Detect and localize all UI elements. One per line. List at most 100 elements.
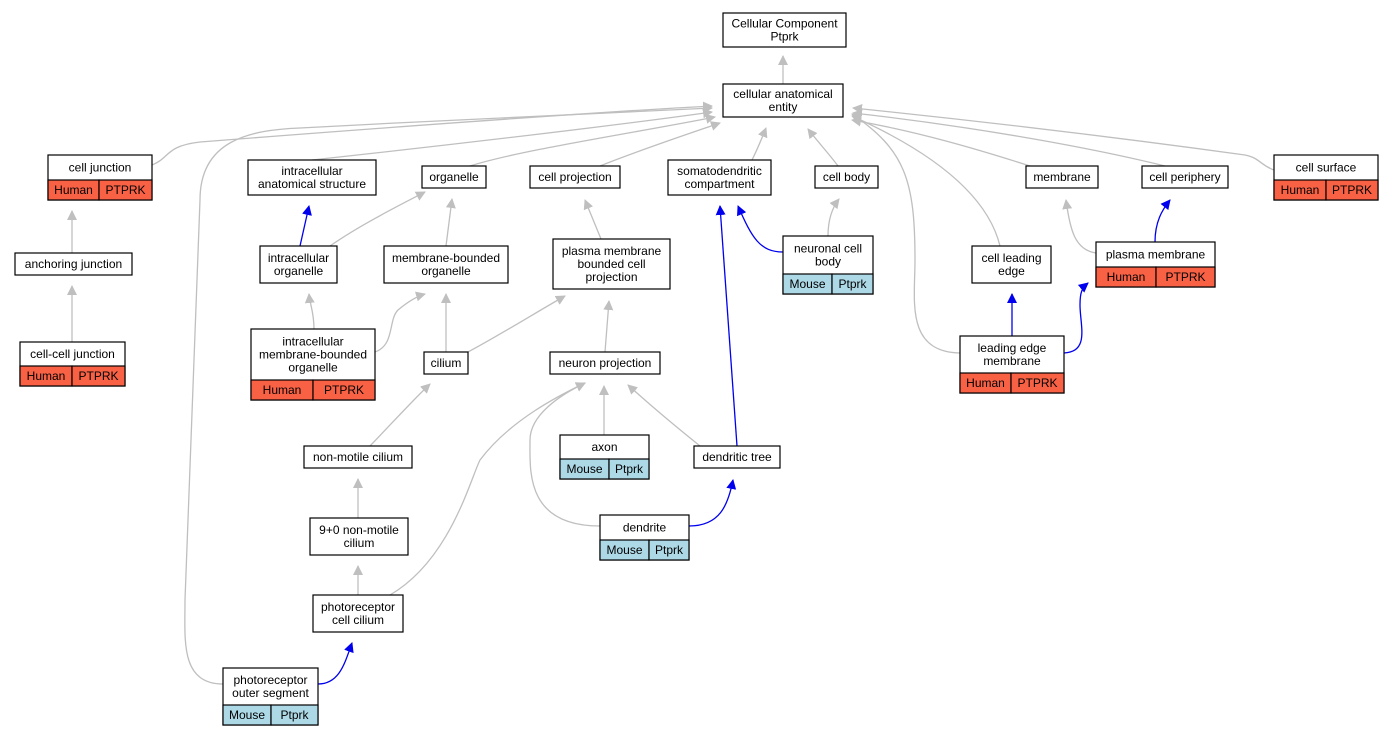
node-label: neuron projection xyxy=(559,356,652,370)
species-label: Mouse xyxy=(566,462,602,476)
node-label: body xyxy=(815,255,841,269)
node-label: organelle xyxy=(288,361,338,375)
node-label: projection xyxy=(585,270,637,284)
edge-intracellular-organelle-to-ias xyxy=(299,205,312,247)
node-label: bounded cell xyxy=(577,257,645,271)
node-label: intracellular xyxy=(281,164,342,178)
edge-dendrite-to-neuron-projection xyxy=(529,382,601,527)
edge-imbo-to-membrane-bounded-organelle xyxy=(374,291,426,353)
edge-leading-edge-membrane-to-cae xyxy=(851,113,961,354)
node-label: organelle xyxy=(429,170,479,184)
node-label: Ptprk xyxy=(770,30,799,44)
gene-label: PTPRK xyxy=(1165,270,1205,284)
node-non-motile-cilium[interactable]: non-motile cilium xyxy=(303,445,413,469)
edge-plasma-membrane-to-membrane xyxy=(1062,199,1097,254)
node-anchoring-junction[interactable]: anchoring junction xyxy=(14,252,133,276)
edge-plasma-membrane-to-cell-periphery xyxy=(1154,199,1171,243)
node-label: cell projection xyxy=(538,170,611,184)
node-label: intracellular xyxy=(282,335,343,349)
node-label: anchoring junction xyxy=(25,257,122,271)
species-label: Human xyxy=(263,383,302,397)
node-organelle[interactable]: organelle xyxy=(421,165,487,189)
node-label: plasma membrane xyxy=(562,244,662,258)
edge-leading-edge-membrane-to-plasma-membrane xyxy=(1063,282,1089,354)
species-label: Human xyxy=(54,183,93,197)
node-cilium[interactable]: cilium xyxy=(423,351,469,375)
node-label: edge xyxy=(998,264,1025,278)
node-cell-body[interactable]: cell body xyxy=(814,165,879,189)
node-neuron-projection[interactable]: neuron projection xyxy=(549,351,661,375)
node-cell-projection[interactable]: cell projection xyxy=(529,165,621,189)
node-label: cilium xyxy=(431,356,462,370)
node-label: organelle xyxy=(421,264,471,278)
edge-cell-body-to-cae xyxy=(807,128,839,167)
edge-neuronal-cell-body-to-somatodendritic xyxy=(737,205,784,253)
edge-dendrite-to-dendritic-tree xyxy=(688,479,737,527)
gene-cell xyxy=(98,179,153,201)
node-label: cell leading xyxy=(981,251,1041,265)
gene-cell xyxy=(270,704,319,726)
gene-label: Ptprk xyxy=(615,462,644,476)
node-label: cell junction xyxy=(69,161,132,175)
edge-imbo-to-intracellular-organelle xyxy=(304,293,315,330)
species-label: Mouse xyxy=(229,708,265,722)
edge-cilium-to-pmbcp xyxy=(467,295,566,353)
node-label: membrane xyxy=(983,354,1041,368)
node-label: cell surface xyxy=(1296,161,1357,175)
gene-label: PTPRK xyxy=(78,369,118,383)
gene-label: Ptprk xyxy=(280,708,309,722)
node-label: compartment xyxy=(684,177,755,191)
species-label: Human xyxy=(1281,183,1320,197)
edge-cell-junction-to-cae xyxy=(151,101,713,166)
node-label: membrane-bounded xyxy=(392,251,500,265)
gene-cell xyxy=(1155,266,1216,288)
node-label: cell body xyxy=(823,170,870,184)
node-label: Cellular Component xyxy=(731,17,838,31)
node-label: dendritic tree xyxy=(702,450,772,464)
edge-cell-projection-to-cae xyxy=(599,121,721,167)
node-imbo[interactable]: intracellularmembrane-boundedorganelleHu… xyxy=(250,328,376,401)
node-label: entity xyxy=(769,100,798,114)
node-label: dendrite xyxy=(623,521,667,535)
node-label: axon xyxy=(591,440,617,454)
edge-somatodendritic-to-cae xyxy=(751,127,768,161)
gene-label: PTPRK xyxy=(1017,376,1057,390)
node-label: organelle xyxy=(274,264,324,278)
node-label: outer segment xyxy=(232,686,309,700)
edge-ias-to-cae xyxy=(311,108,713,161)
gene-label: Ptprk xyxy=(838,277,867,291)
node-membrane[interactable]: membrane xyxy=(1025,165,1099,189)
gene-label: PTPRK xyxy=(324,383,364,397)
species-label: Human xyxy=(27,369,66,383)
edge-neuronal-cell-body-to-cell-body xyxy=(827,198,840,237)
edge-photoreceptor-os-to-cae xyxy=(184,103,713,685)
edge-membrane-to-cae xyxy=(851,116,1031,167)
node-cell-periphery[interactable]: cell periphery xyxy=(1141,165,1229,189)
node-label: leading edge xyxy=(978,341,1047,355)
species-label: Human xyxy=(966,376,1005,390)
node-label: membrane xyxy=(1033,170,1091,184)
edges-layer xyxy=(67,55,1275,685)
node-dendritic-tree[interactable]: dendritic tree xyxy=(693,445,781,469)
edge-neuron-projection-to-pmbcp xyxy=(603,300,614,353)
